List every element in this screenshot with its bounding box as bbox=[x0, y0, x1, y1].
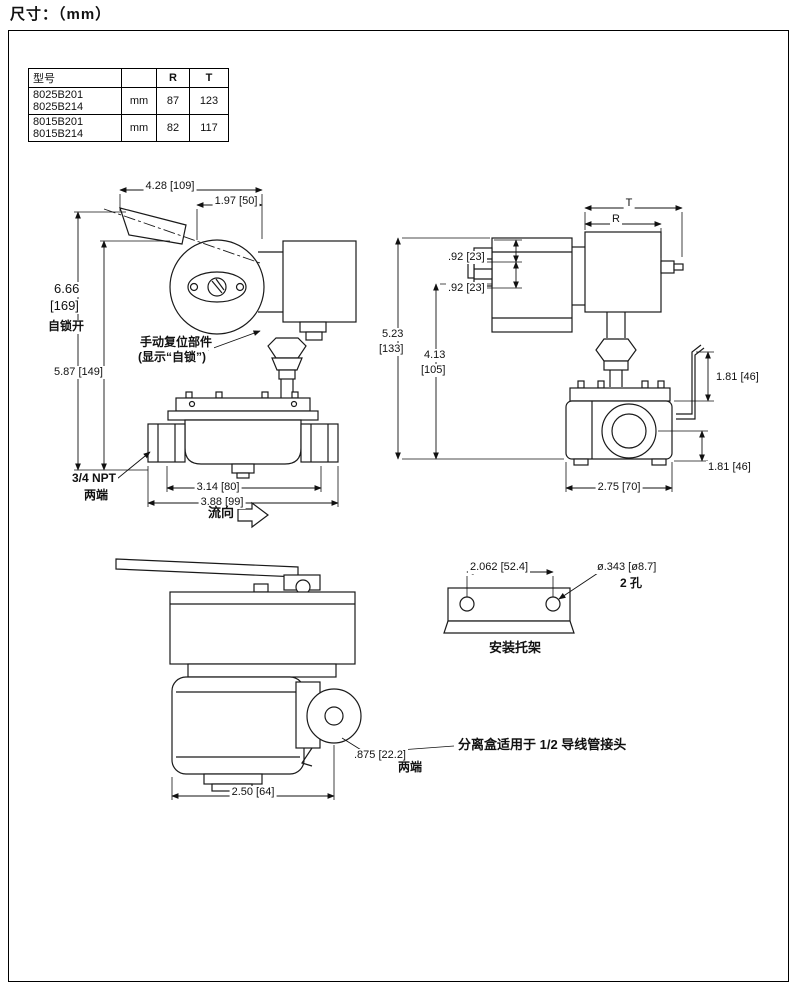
label-manual-reset-1: 手动复位部件 bbox=[138, 335, 215, 350]
bracket-view-drawing bbox=[443, 569, 599, 634]
front-junction-box bbox=[282, 240, 357, 323]
side-port-boss bbox=[601, 403, 657, 459]
table-row: 8025B201 8025B214 mm 87 123 bbox=[28, 87, 229, 115]
dim-knockout: .875 [22.2] bbox=[352, 749, 408, 762]
bottom-body-block bbox=[169, 591, 356, 665]
table-header-row: 型号 R T bbox=[28, 68, 229, 88]
bottom-lever-handle bbox=[115, 558, 299, 578]
label-both-ends-front: 两端 bbox=[82, 488, 111, 503]
bracket-hole-left bbox=[459, 596, 475, 612]
dim-t: T bbox=[623, 197, 635, 210]
label-flow-direction: 流向 bbox=[206, 505, 237, 521]
model-number: 8015B201 bbox=[33, 116, 84, 128]
r-value-cell: 87 bbox=[156, 87, 190, 115]
label-hole-count: 2 孔 bbox=[618, 576, 645, 591]
col-header-r: R bbox=[156, 68, 190, 88]
model-number: 8025B201 bbox=[33, 89, 84, 101]
t-value-cell: 117 bbox=[189, 114, 229, 142]
bottom-view-drawing bbox=[115, 558, 455, 800]
dim-hole-span: 2.062 [52.4] bbox=[468, 561, 531, 574]
dim-bracket-bottom: 1.81 [46] bbox=[706, 461, 753, 474]
dim-hole-diameter: ø.343 [ø8.7] bbox=[595, 561, 659, 574]
flow-direction-arrow bbox=[237, 501, 269, 529]
col-header-model: 型号 bbox=[28, 68, 122, 88]
unit-cell: mm bbox=[121, 87, 157, 115]
col-header-unit bbox=[121, 68, 157, 88]
r-value-cell: 82 bbox=[156, 114, 190, 142]
dim-height-open-in: 6.66 bbox=[52, 281, 82, 297]
t-value-cell: 123 bbox=[189, 87, 229, 115]
side-mounting-bracket bbox=[676, 344, 702, 415]
model-cell: 8015B201 8015B214 bbox=[28, 114, 122, 142]
conduit-hub bbox=[306, 688, 362, 744]
side-coil bbox=[491, 237, 573, 333]
model-number: 8015B214 bbox=[33, 128, 84, 140]
label-lock-open: 自锁开 bbox=[46, 319, 87, 334]
front-left-port-hex bbox=[147, 423, 186, 463]
dim-height-closed: 5.87 [149] bbox=[52, 366, 105, 379]
front-valve-body bbox=[184, 419, 302, 465]
front-right-port-hex bbox=[300, 423, 339, 463]
label-npt: 3/4 NPT bbox=[70, 471, 119, 486]
dim-height-open-mm: [169] bbox=[48, 298, 81, 314]
dim-depth: 2.75 [70] bbox=[595, 481, 643, 494]
bracket-hole-right bbox=[545, 596, 561, 612]
side-junction-box bbox=[584, 231, 662, 313]
model-cell: 8025B201 8025B214 bbox=[28, 87, 122, 115]
dim-overall-body: 3.88 [99] bbox=[198, 496, 246, 509]
col-header-t: T bbox=[189, 68, 229, 88]
dim-conduit-bottom: .92 [23] bbox=[446, 282, 487, 295]
label-manual-reset-2: (显示“自锁”) bbox=[136, 350, 208, 365]
dim-overall-width: 4.28 [109] bbox=[143, 180, 197, 193]
drawing-frame bbox=[8, 30, 789, 982]
dim-r: R bbox=[610, 213, 622, 226]
front-view-drawing bbox=[74, 187, 357, 529]
label-bracket-name: 安装托架 bbox=[487, 640, 544, 656]
front-bonnet-plate bbox=[175, 397, 311, 412]
dim-conduit-top: .92 [23] bbox=[446, 251, 487, 264]
dim-side-height2-mm: [105] bbox=[419, 364, 448, 377]
dim-handle-offset: 1.97 [50] bbox=[212, 195, 260, 208]
table-row: 8015B201 8015B214 mm 82 117 bbox=[28, 114, 229, 142]
model-spec-table: 型号 R T 8025B201 8025B214 mm 87 123 8015B… bbox=[28, 68, 229, 142]
dim-side-height-in: 5.23 bbox=[380, 328, 406, 341]
label-both-ends-bottom: 两端 bbox=[396, 760, 425, 775]
dim-side-height-mm: [133] bbox=[377, 343, 406, 356]
dim-bottom-width: 2.50 [64] bbox=[229, 786, 277, 799]
page-title: 尺寸：（mm） bbox=[10, 6, 112, 23]
dim-port-span: 3.14 [80] bbox=[194, 481, 242, 494]
label-junction-note: 分离盒适用于 1/2 导线管接头 bbox=[456, 737, 629, 753]
model-number: 8025B214 bbox=[33, 101, 84, 113]
dim-side-height2-in: 4.13 bbox=[422, 349, 448, 362]
unit-cell: mm bbox=[121, 114, 157, 142]
dim-bracket-top: 1.81 [46] bbox=[714, 371, 761, 384]
